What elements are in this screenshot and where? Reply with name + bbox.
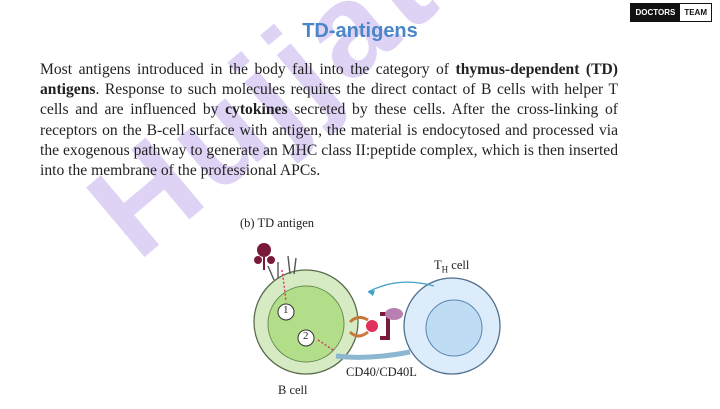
- term-cytokines: cytokines: [225, 101, 288, 119]
- doctors-team-logo: DOCTORS TEAM: [630, 3, 712, 22]
- b-cell-receptors: [267, 255, 297, 281]
- body-paragraph: Most antigens introduced in the body fal…: [40, 60, 618, 181]
- panel-label: (b) TD antigen: [240, 216, 315, 230]
- text-part-1: Most antigens introduced in the body fal…: [40, 61, 456, 78]
- endocytosis-arrow: [281, 269, 287, 303]
- step-2-label: 2: [303, 330, 309, 342]
- b-cell-label: B cell: [278, 383, 308, 397]
- th-cell-nucleus: [425, 299, 483, 357]
- text-part-2: . Response to such molecules requires th…: [40, 81, 618, 119]
- term-td-antigens: thymus-dependent (TD) antigens: [40, 61, 618, 99]
- cd40-arrow: [317, 339, 334, 351]
- text-part-3: secreted by these cells. After the cross…: [40, 101, 618, 180]
- logo-doctors: DOCTORS: [630, 3, 681, 22]
- step-2-circle: [297, 329, 315, 347]
- td-antigen-figure: (b) TD antigen TH cell 1 2 CD40/CD40L B …: [238, 214, 508, 404]
- step-1-label: 1: [283, 304, 289, 316]
- cd40-label: CD40/CD40L: [346, 365, 417, 379]
- logo-team: TEAM: [680, 3, 712, 22]
- slide-title: TD-antigens: [302, 20, 418, 42]
- figure-graphic: [253, 243, 501, 375]
- th-cell-label: TH cell: [434, 258, 470, 275]
- b-cell-nucleus: [267, 285, 345, 363]
- step-1-circle: [277, 303, 295, 321]
- cytokine-signal-arrow: [367, 281, 435, 293]
- antigen-icon: [254, 243, 275, 270]
- cd40-link: [335, 349, 411, 360]
- mhc-tcr-complex: [348, 308, 403, 340]
